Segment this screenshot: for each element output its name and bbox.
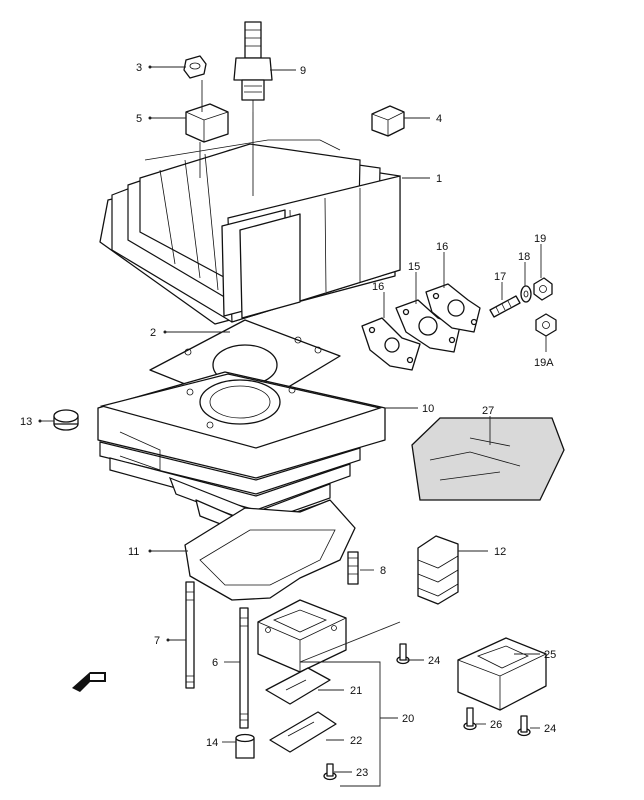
label-5: 5 (136, 113, 142, 125)
cylinder-base-gasket (184, 499, 356, 601)
rubber-cushion-4 (371, 105, 405, 137)
reed-valve-holder (257, 599, 347, 673)
label-19a: 19A (534, 357, 554, 369)
label-19: 19 (534, 233, 546, 245)
label-8: 8 (380, 565, 386, 577)
washer-18 (520, 285, 532, 303)
label-22: 22 (350, 735, 362, 747)
stud-bolt-17 (489, 295, 521, 318)
label-27: 27 (482, 405, 494, 417)
reed-plate-21 (265, 667, 331, 705)
label-23: 23 (356, 767, 368, 779)
screw-23 (323, 763, 337, 781)
label-15: 15 (408, 261, 420, 273)
label-20: 20 (402, 713, 414, 725)
label-21: 21 (350, 685, 362, 697)
label-26: 26 (490, 719, 502, 731)
label-12: 12 (494, 546, 506, 558)
label-4: 4 (436, 113, 442, 125)
label-11: 11 (128, 546, 139, 558)
bolt-24-lower (517, 715, 531, 737)
label-2: 2 (150, 327, 156, 339)
dowel-pin-8 (347, 551, 359, 585)
cap-nut (183, 55, 207, 79)
cylinder-head (99, 139, 401, 325)
gasket-set-27 (411, 417, 565, 501)
label-6: 6 (212, 657, 218, 669)
label-16-left: 16 (372, 281, 384, 293)
rubber-damper-12 (417, 535, 459, 605)
rubber-cushion-5 (185, 103, 229, 143)
bolt-24-upper (396, 643, 410, 665)
reed-valve-assembly-25 (457, 637, 547, 711)
stud-bolt-6 (239, 607, 249, 729)
label-24-upper: 24 (428, 655, 440, 667)
rubber-plug-13 (53, 409, 79, 431)
nut-19 (533, 277, 553, 301)
label-25: 25 (544, 649, 556, 661)
nut-19a (535, 313, 557, 337)
callout-labels: 3 9 5 4 1 2 10 13 11 12 8 7 6 14 16 15 1… (20, 62, 556, 779)
label-10: 10 (422, 403, 434, 415)
intake-gasket-16-left (361, 317, 421, 371)
leader-dots (38, 65, 170, 642)
label-7: 7 (154, 635, 160, 647)
label-14: 14 (206, 737, 218, 749)
label-18: 18 (518, 251, 530, 263)
label-17: 17 (494, 271, 506, 283)
intake-insulator-15 (395, 299, 461, 353)
bolt-26 (463, 707, 477, 731)
forward-arrow-icon (72, 672, 106, 692)
label-1: 1 (436, 173, 442, 185)
cylinder-block (97, 371, 386, 539)
reed-valve-22 (269, 711, 337, 753)
dowel-14 (235, 733, 255, 759)
intake-gasket-16-right (425, 283, 481, 333)
leader-lines (40, 66, 547, 787)
label-16-right: 16 (436, 241, 448, 253)
label-3: 3 (136, 62, 142, 74)
label-9: 9 (300, 65, 306, 77)
label-24-lower: 24 (544, 723, 556, 735)
label-13: 13 (20, 416, 32, 428)
spark-plug (233, 21, 273, 112)
stud-bolt-7 (185, 581, 195, 689)
